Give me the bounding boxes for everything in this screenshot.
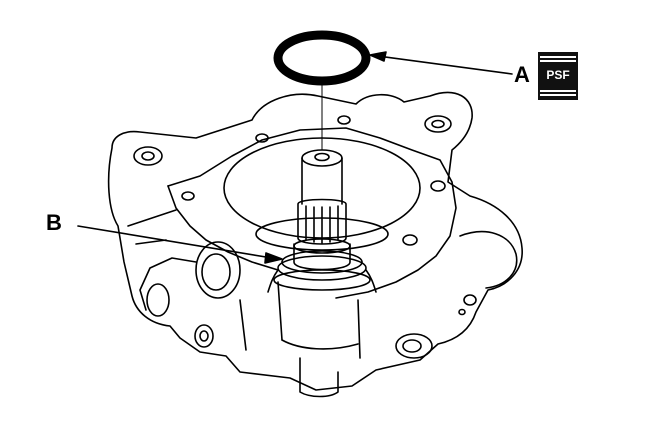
label-b: B (46, 210, 62, 235)
psf-label: PSF (546, 68, 570, 82)
psf-fluid-icon: PSF (538, 52, 578, 100)
pump-shaft (293, 149, 351, 271)
o-ring (273, 30, 371, 86)
leader-arrow-a (369, 51, 513, 75)
label-a: A (514, 62, 530, 87)
leader-arrow-b (77, 225, 283, 264)
